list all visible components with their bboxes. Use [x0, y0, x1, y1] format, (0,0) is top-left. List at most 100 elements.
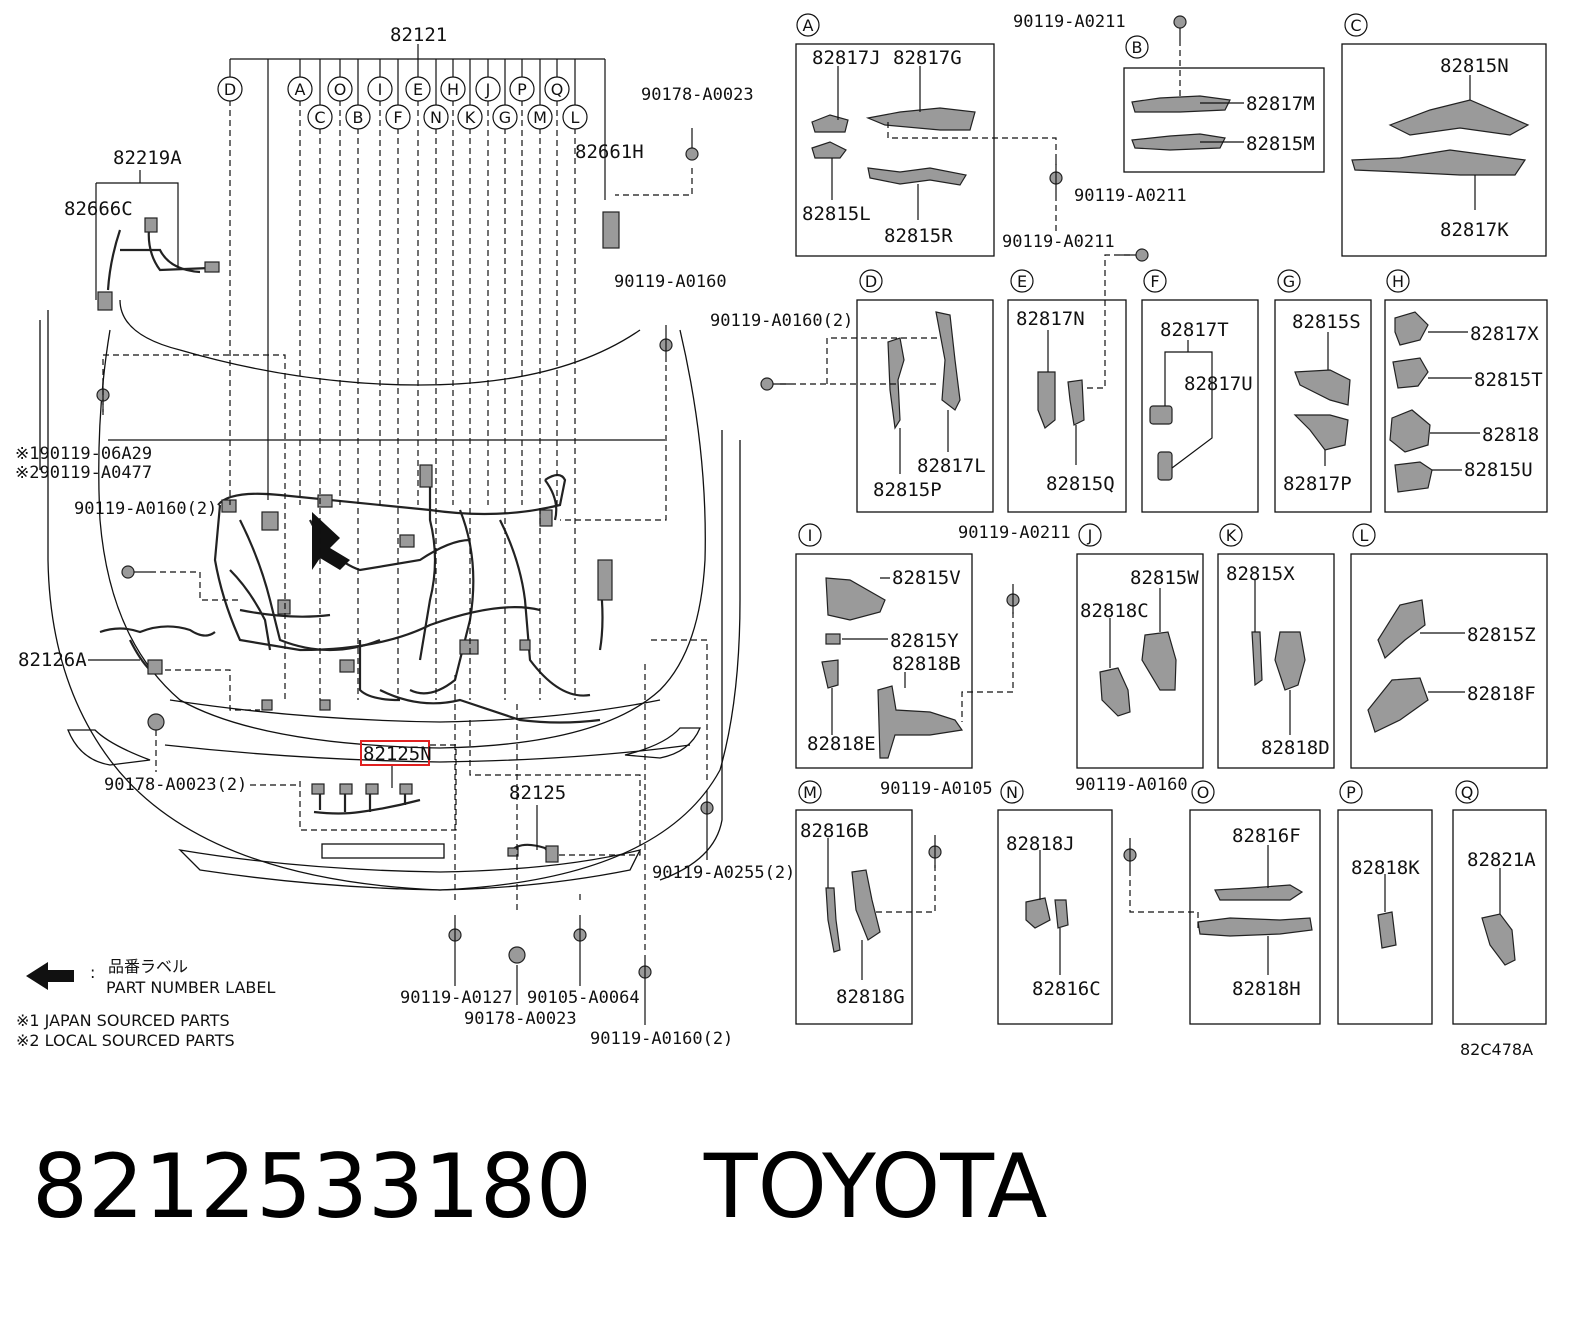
detail-letter-F-text: F [1150, 272, 1159, 291]
part-label-82815Q: 82815Q [1046, 473, 1115, 495]
label-82666C: 82666C [64, 198, 133, 220]
detail-letter-L: L [1352, 523, 1376, 547]
harness-letter-E-text: E [413, 80, 423, 99]
harness-letter-K: K [457, 104, 483, 130]
bolt-icon [760, 377, 790, 391]
svg-text::: : [90, 963, 95, 982]
detail-letter-D: D [859, 269, 883, 293]
detail-letter-N: N [1000, 780, 1024, 804]
label-f-a0211-mid: 90119-A0211 [1074, 186, 1187, 206]
detail-letter-N-text: N [1006, 783, 1018, 802]
part-label-82815M: 82815M [1246, 133, 1315, 155]
part-label-82817T: 82817T [1160, 319, 1229, 341]
harness-letter-P: P [509, 76, 535, 102]
part-label-82818K: 82818K [1351, 857, 1420, 879]
part-label-82817M: 82817M [1246, 93, 1315, 115]
part-label-82815V: 82815V [892, 567, 961, 589]
detail-letter-C-text: C [1350, 16, 1361, 35]
label-90119-A0160-2-bottom: 90119-A0160(2) [590, 1029, 733, 1049]
part-label-82816F: 82816F [1232, 825, 1301, 847]
harness-letter-Q: Q [544, 76, 570, 102]
harness-letter-I-text: I [378, 80, 383, 99]
part-label-82815N: 82815N [1440, 55, 1509, 77]
footer-part-number: 8212533180 [32, 1135, 592, 1238]
detail-box-L [1350, 553, 1548, 769]
detail-box-J [1076, 553, 1204, 769]
legend-label-jp: 品番ラベル [108, 957, 188, 976]
detail-letter-K: K [1219, 523, 1243, 547]
highlight-box [360, 740, 430, 766]
harness-letter-J: J [475, 76, 501, 102]
detail-letter-E: E [1010, 269, 1034, 293]
harness-letter-H: H [440, 76, 466, 102]
part-label-82817P: 82817P [1283, 473, 1352, 495]
detail-box-G [1274, 299, 1372, 513]
harness-letter-L: L [562, 104, 588, 130]
detail-letter-I: I [798, 523, 822, 547]
detail-box-N [997, 809, 1113, 1025]
part-label-82817X: 82817X [1470, 323, 1539, 345]
bolt-icon [1006, 584, 1020, 614]
detail-letter-A-text: A [803, 16, 814, 35]
diagram-code: 82C478A [1460, 1040, 1533, 1059]
detail-letter-I-text: I [808, 526, 813, 545]
label-90119-A0160: 90119-A0160 [614, 272, 727, 292]
bolt-icon [685, 128, 699, 161]
legend-note-2: ※2 LOCAL SOURCED PARTS [16, 1031, 235, 1050]
harness-letter-M: M [527, 104, 553, 130]
part-label-82818J: 82818J [1006, 833, 1075, 855]
detail-letter-J: J [1078, 523, 1102, 547]
bolt-icon [573, 915, 587, 950]
label-06A29: ※190119-06A29 [15, 444, 152, 464]
bolt-icon [700, 790, 714, 822]
legend: : 品番ラベル PART NUMBER LABEL ※1 JAPAN SOURC… [16, 957, 275, 1050]
label-90178-2: 90178-A0023(2) [104, 775, 247, 795]
detail-letter-C: C [1344, 13, 1368, 37]
harness-letter-J-text: J [485, 80, 491, 99]
part-label-82815Z: 82815Z [1467, 624, 1536, 646]
main-part-labels: 82121 82219A 82666C 82661H 90178-A0023 9… [15, 24, 795, 1049]
bolt-icon [928, 835, 942, 868]
part-label-82815P: 82815P [873, 479, 942, 501]
legend-label-en: PART NUMBER LABEL [106, 978, 275, 997]
harness-letter-G: G [492, 104, 518, 130]
label-f-a0160-2: 90119-A0160(2) [710, 311, 853, 331]
detail-letter-B-text: B [1132, 38, 1143, 57]
label-f-a0160-o: 90119-A0160 [1075, 775, 1188, 795]
label-f-a0211-i: 90119-A0211 [958, 523, 1071, 543]
label-90178-top: 90178-A0023 [641, 85, 754, 105]
part-label-82817U: 82817U [1184, 373, 1253, 395]
detail-box-C [1341, 43, 1547, 257]
part-label-82818E: 82818E [807, 733, 876, 755]
clip-icon [147, 713, 165, 731]
part-label-82818F: 82818F [1467, 683, 1536, 705]
detail-letter-F: F [1143, 269, 1167, 293]
part-label-82815W: 82815W [1130, 567, 1199, 589]
label-82661H: 82661H [575, 141, 644, 163]
detail-letter-Q: Q [1455, 780, 1479, 804]
engine-bay-view [39, 44, 741, 1025]
legend-note-1: ※1 JAPAN SOURCED PARTS [16, 1011, 230, 1030]
product-footer: 8212533180 TOYOTA [32, 1135, 1047, 1238]
label-82126A: 82126A [18, 649, 87, 671]
part-label-82815U: 82815U [1464, 459, 1533, 481]
harness-letter-N-text: N [430, 108, 442, 127]
harness-letter-G-text: G [499, 108, 511, 127]
detail-box-O [1189, 809, 1321, 1025]
detail-letter-P-text: P [1346, 783, 1356, 802]
detail-letter-B: B [1125, 35, 1149, 59]
label-82125N: 82125N [363, 743, 432, 765]
detail-letter-G: G [1277, 269, 1301, 293]
part-label-82816C: 82816C [1032, 978, 1101, 1000]
detail-box-A [795, 43, 995, 257]
detail-box-K [1217, 553, 1335, 769]
detail-letter-P: P [1339, 780, 1363, 804]
label-A0477: ※290119-A0477 [15, 463, 152, 483]
harness-letter-F-text: F [393, 108, 402, 127]
harness-letter-M-text: M [533, 108, 547, 127]
label-82219A: 82219A [113, 147, 182, 169]
part-label-82821A: 82821A [1467, 849, 1536, 871]
detail-letter-Q-text: Q [1461, 783, 1474, 802]
part-label-82818G: 82818G [836, 986, 905, 1008]
